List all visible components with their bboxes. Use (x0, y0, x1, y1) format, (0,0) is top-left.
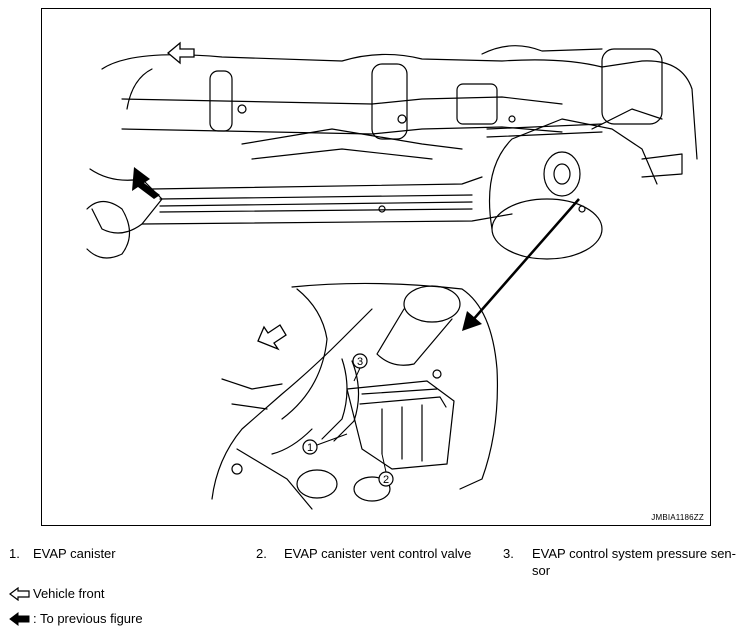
leader-arrow (462, 198, 580, 331)
note-previous-figure: : To previous figure (9, 611, 143, 626)
legend-number: 1. (9, 546, 20, 561)
vehicle-front-marker-icon (166, 41, 195, 65)
legend-text: EVAP canister vent control valve (284, 546, 472, 561)
figure-frame: 3 1 2 JMBIA1186ZZ (41, 8, 711, 526)
svg-text:2: 2 (383, 474, 389, 486)
legend-text-continued: sor (532, 563, 551, 578)
svg-text:3: 3 (357, 356, 363, 368)
note-previous-figure-label: : To previous figure (33, 611, 143, 626)
previous-figure-arrow-icon (9, 611, 30, 626)
callout-3: 3 (352, 353, 368, 382)
vehicle-front-arrow-icon (9, 586, 30, 601)
legend-number: 3. (503, 546, 514, 561)
callout-1: 1 (302, 433, 348, 455)
note-vehicle-front: Vehicle front (9, 586, 105, 601)
legend-text: EVAP canister (33, 546, 116, 561)
underbody-illustration: 3 1 2 (86, 41, 698, 510)
callout-2: 2 (378, 453, 394, 487)
detail-orientation-marker-icon (257, 324, 287, 351)
note-vehicle-front-label: Vehicle front (33, 586, 105, 601)
legend-number: 2. (256, 546, 267, 561)
svg-text:1: 1 (307, 442, 313, 454)
previous-figure-marker-icon (132, 167, 160, 199)
legend-text: EVAP control system pressure sen- (532, 546, 736, 561)
figure-code: JMBIA1186ZZ (651, 513, 704, 522)
